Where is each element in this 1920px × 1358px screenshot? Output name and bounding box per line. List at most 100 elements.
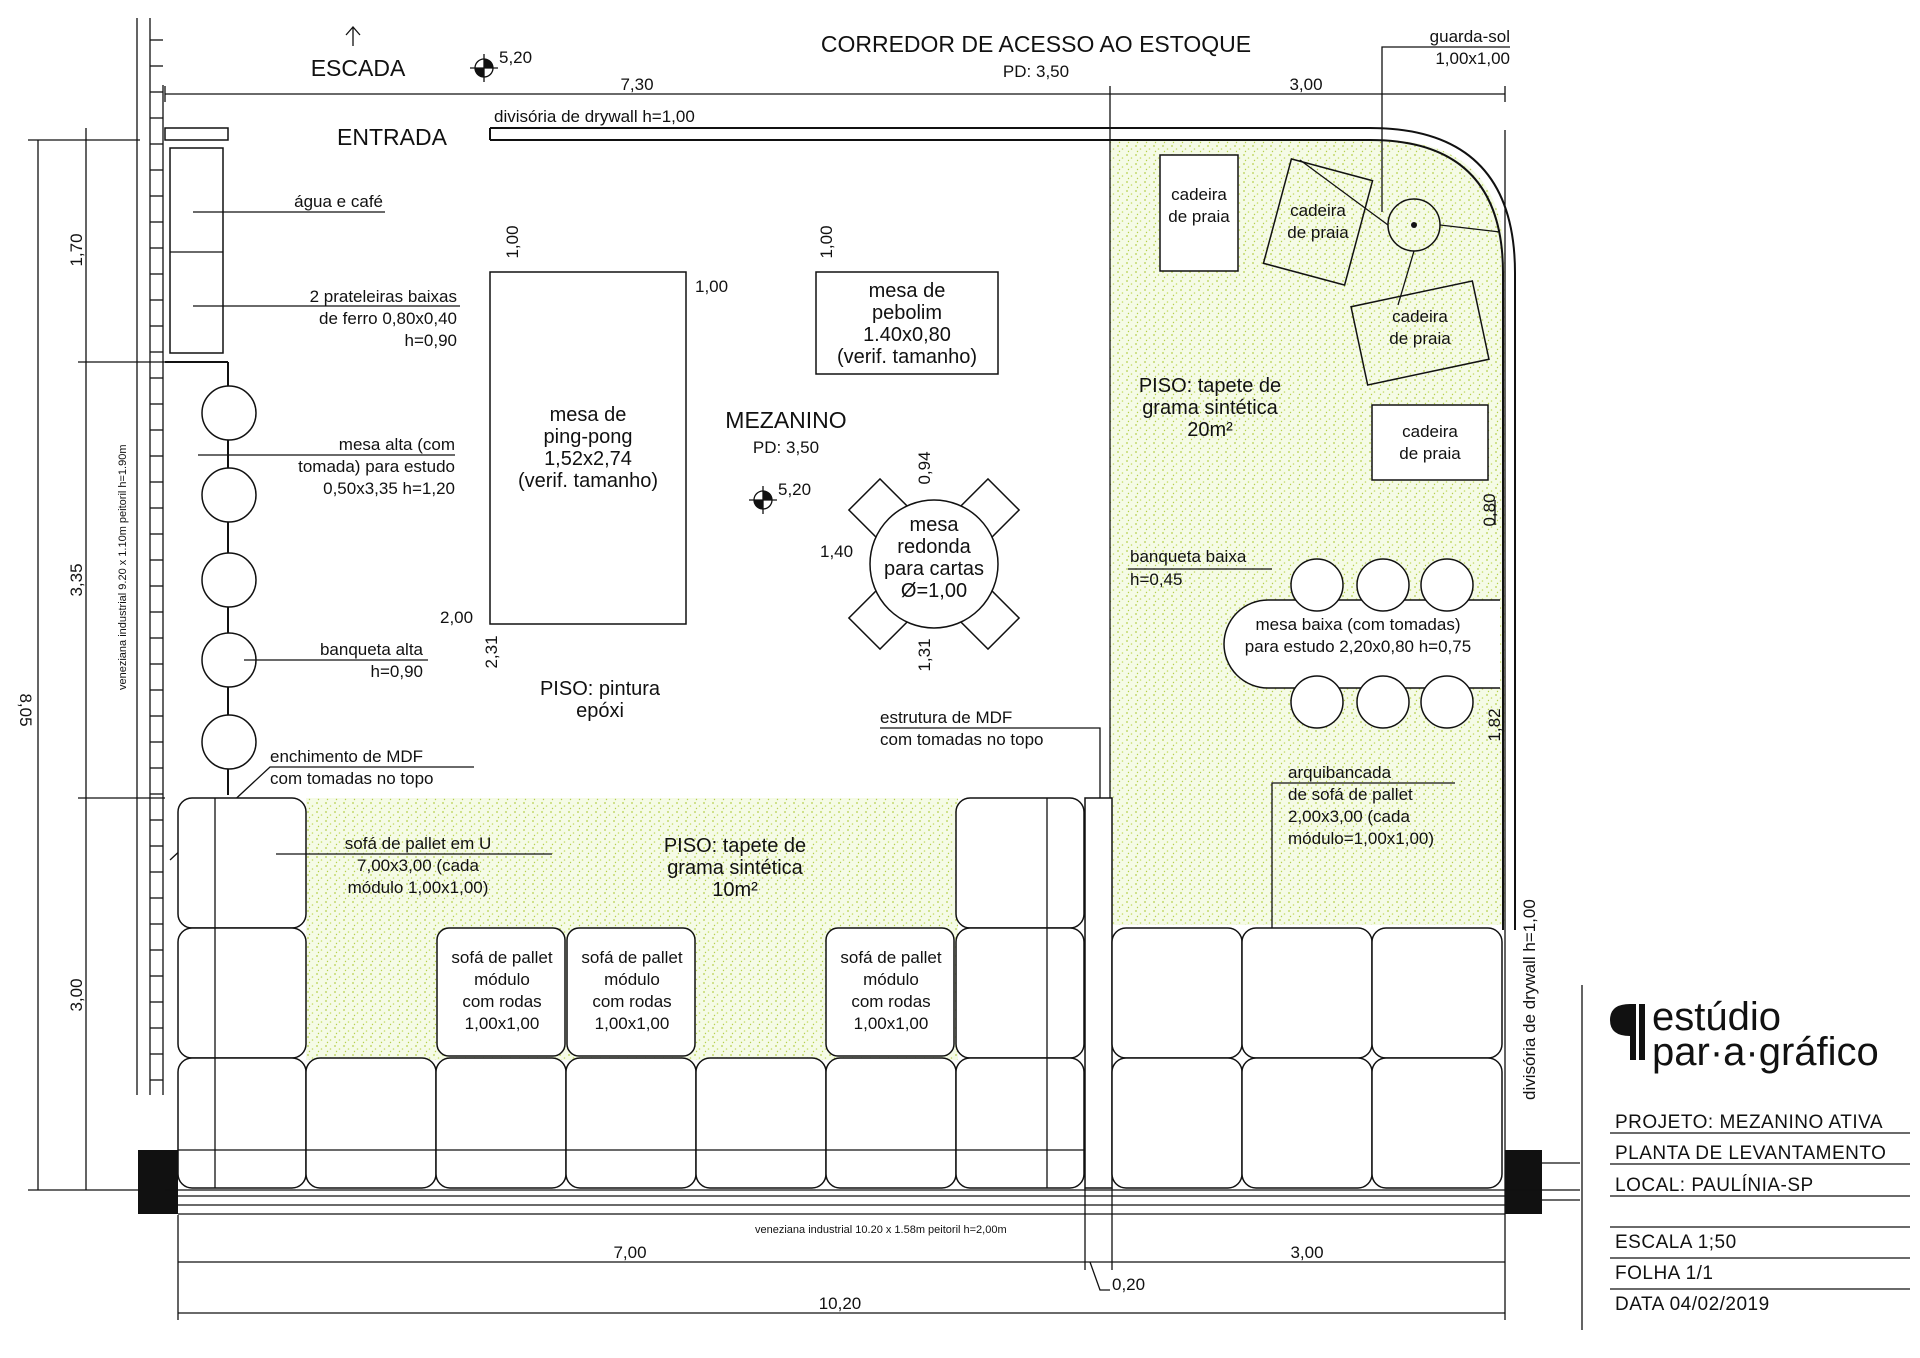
bleachers-label-2: de sofá de pallet bbox=[1288, 785, 1413, 804]
bleacher-sofa-modules bbox=[1111, 927, 1503, 1189]
svg-text:sofá de pallet: sofá de pallet bbox=[451, 948, 552, 967]
level-top-label: 5,20 bbox=[499, 48, 532, 67]
bleachers-label-4: módulo=1,00x1,00) bbox=[1288, 829, 1434, 848]
dim-pp-left: 2,00 bbox=[440, 608, 473, 627]
umbrella-label: guarda-sol bbox=[1430, 27, 1510, 46]
dim-left-335: 3,35 bbox=[67, 563, 86, 596]
pingpong-label-3: 1,52x2,74 bbox=[544, 448, 632, 470]
wheel-sofa-module: sofá de pallet módulo com rodas 1,00x1,0… bbox=[566, 927, 696, 1057]
bottom-window-label: veneziana industrial 10.20 x 1.58m peito… bbox=[755, 1224, 1007, 1236]
level-mid-label: 5,20 bbox=[778, 480, 811, 499]
shelf-unit bbox=[169, 147, 224, 354]
svg-text:com rodas: com rodas bbox=[462, 992, 541, 1011]
dim-top-left: 7,30 bbox=[620, 75, 653, 94]
drywall-right-label: divisória de drywall h=1,00 bbox=[1520, 899, 1539, 1100]
dim-left-total: 8,05 bbox=[16, 693, 35, 726]
tb-sheet-type: PLANTA DE LEVANTAMENTO bbox=[1615, 1143, 1886, 1164]
round-card-table bbox=[847, 477, 1021, 651]
grass-area-right bbox=[1110, 140, 1505, 925]
svg-text:sofá de pallet: sofá de pallet bbox=[840, 948, 941, 967]
foosball-table bbox=[815, 271, 999, 375]
foosball-label-1: mesa de bbox=[869, 280, 946, 302]
svg-text:de praia: de praia bbox=[1399, 444, 1461, 463]
round-table-label-4: Ø=1,00 bbox=[901, 580, 967, 602]
wheel-sofa-module: sofá de pallet módulo com rodas 1,00x1,0… bbox=[825, 927, 955, 1057]
dim-pp-top: 1,00 bbox=[503, 225, 522, 258]
dim-pp-bottom: 2,31 bbox=[482, 635, 501, 668]
pd-top-label: PD: 3,50 bbox=[1003, 62, 1069, 81]
umbrella-icon bbox=[1299, 159, 1501, 306]
left-dimensions bbox=[28, 128, 165, 1191]
foosball-label-2: pebolim bbox=[872, 302, 942, 324]
grass20-label-2: grama sintética bbox=[1142, 397, 1278, 419]
foosball-label-4: (verif. tamanho) bbox=[837, 346, 977, 368]
svg-text:módulo: módulo bbox=[863, 970, 919, 989]
svg-text:sofá de pallet: sofá de pallet bbox=[581, 948, 682, 967]
mdf-structure-label-2: com tomadas no topo bbox=[880, 730, 1043, 749]
high-stool-label-1: banqueta alta bbox=[320, 640, 424, 659]
dim-bottom-total: 10,20 bbox=[819, 1294, 862, 1313]
dim-left-300: 3,00 bbox=[67, 978, 86, 1011]
low-stool-label-1: banqueta baixa bbox=[1130, 547, 1247, 566]
mdf-structure-label-1: estrutura de MDF bbox=[880, 708, 1012, 727]
high-table-label-3: 0,50x3,35 h=1,20 bbox=[323, 479, 455, 498]
svg-text:de praia: de praia bbox=[1389, 329, 1451, 348]
grass10-label-2: grama sintética bbox=[667, 857, 803, 879]
dim-bottom-700: 7,00 bbox=[613, 1243, 646, 1262]
tb-project: PROJETO: MEZANINO ATIVA bbox=[1615, 1112, 1883, 1133]
dim-bottom-300: 3,00 bbox=[1290, 1243, 1323, 1262]
svg-text:com rodas: com rodas bbox=[592, 992, 671, 1011]
pingpong-label-1: mesa de bbox=[550, 404, 627, 426]
up-arrow-icon bbox=[345, 26, 361, 46]
dim-rt-left: 1,40 bbox=[820, 542, 853, 561]
u-sofa-modules bbox=[177, 797, 1085, 1189]
svg-text:cadeira: cadeira bbox=[1290, 201, 1346, 220]
high-table-label-2: tomada) para estudo bbox=[298, 457, 455, 476]
low-table-label-1: mesa baixa (com tomadas) bbox=[1255, 615, 1460, 634]
pd-mid-label: PD: 3,50 bbox=[753, 438, 819, 457]
grass10-label-1: PISO: tapete de bbox=[664, 835, 806, 857]
high-table-label-1: mesa alta (com bbox=[339, 435, 455, 454]
dim-182: 1,82 bbox=[1485, 708, 1504, 741]
tb-scale: ESCALA 1;50 bbox=[1615, 1232, 1737, 1253]
logo-text-2: par·a·gráfico bbox=[1652, 1030, 1879, 1074]
dim-080: 0,80 bbox=[1480, 493, 1499, 526]
mdf-structure bbox=[1084, 797, 1113, 1189]
pingpong-table bbox=[489, 271, 687, 625]
svg-text:com rodas: com rodas bbox=[851, 992, 930, 1011]
svg-text:módulo: módulo bbox=[604, 970, 660, 989]
dim-pp-right: 1,00 bbox=[695, 277, 728, 296]
u-sofa-label-1: sofá de pallet em U bbox=[345, 834, 491, 853]
water-coffee-label: água e café bbox=[294, 192, 383, 211]
bleachers-label-1: arquibancada bbox=[1288, 763, 1392, 782]
grass10-label-3: 10m² bbox=[712, 879, 758, 901]
round-table-label-3: para cartas bbox=[884, 558, 984, 580]
low-table-label-2: para estudo 2,20x0,80 h=0,75 bbox=[1245, 637, 1471, 656]
left-window-label: veneziana industrial 9.20 x 1.10m peitor… bbox=[117, 444, 129, 690]
svg-text:1,00x1,00: 1,00x1,00 bbox=[595, 1014, 670, 1033]
bottom-dimensions bbox=[177, 1188, 1506, 1320]
round-table-label-2: redonda bbox=[897, 536, 971, 558]
pilcrow-logo-icon bbox=[1610, 1004, 1645, 1060]
stairs-label: ESCADA bbox=[311, 55, 406, 81]
u-sofa-label-3: módulo 1,00x1,00) bbox=[348, 878, 489, 897]
shelves-label-2: de ferro 0,80x0,40 bbox=[319, 309, 457, 328]
svg-text:1,00x1,00: 1,00x1,00 bbox=[854, 1014, 929, 1033]
dim-top-right: 3,00 bbox=[1289, 75, 1322, 94]
shelves-label-1: 2 prateleiras baixas bbox=[310, 287, 457, 306]
shelves-label-3: h=0,90 bbox=[405, 331, 457, 350]
low-stool-label-2: h=0,45 bbox=[1130, 570, 1182, 589]
svg-text:de praia: de praia bbox=[1287, 223, 1349, 242]
u-sofa-label-2: 7,00x3,00 (cada bbox=[357, 856, 479, 875]
bottom-window bbox=[138, 1150, 1580, 1215]
dim-bottom-020: 0,20 bbox=[1112, 1275, 1145, 1294]
mdf-fill-label-1: enchimento de MDF bbox=[270, 747, 423, 766]
umbrella-size: 1,00x1,00 bbox=[1435, 49, 1510, 68]
logo-text-1: estúdio bbox=[1652, 995, 1781, 1039]
level-marker-icon bbox=[470, 54, 498, 82]
tb-sheet: FOLHA 1/1 bbox=[1615, 1263, 1714, 1284]
bleachers-label-3: 2,00x3,00 (cada bbox=[1288, 807, 1410, 826]
drywall-partition bbox=[489, 127, 1516, 930]
drywall-top-label: divisória de drywall h=1,00 bbox=[494, 107, 695, 126]
left-window bbox=[136, 18, 164, 1095]
